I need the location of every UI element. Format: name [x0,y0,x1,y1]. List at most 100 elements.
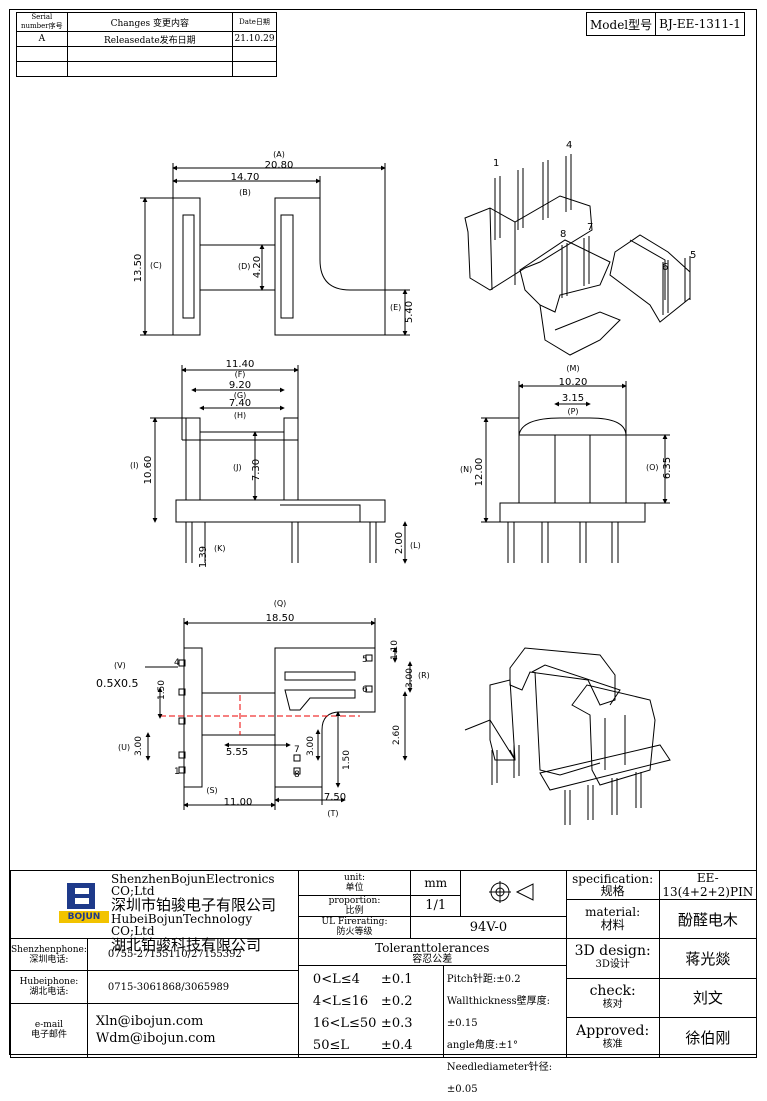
dim-260: 2.60 [392,725,402,745]
bottom-pin-6: 6 [362,685,368,695]
proportion-label-en: proportion: [328,895,381,906]
dim-t-value: 7.50 [324,792,346,803]
email-label-en: e-mail [34,1020,63,1031]
ul-label-cn: 防火等级 [336,927,373,938]
company-en-1: ShenzhenBojunElectronics CO;Ltd [111,872,275,898]
proportion-value: 1/1 [410,894,462,917]
proportion-label-cn: 比例 [345,905,364,916]
note-wall: Wallthickness壁厚度:±0.15 [446,995,550,1029]
dim-r-label: (R) [418,671,430,680]
bottom-pin-5: 5 [362,655,368,665]
dim-150-a: 1.50 [157,680,167,700]
dim-a-value: 20.80 [265,160,294,171]
dim-d-value: 4.20 [252,256,263,278]
tol-range-2: 4<L≤16 [312,993,369,1009]
dim-i-value: 10.60 [143,456,154,485]
ul-value: 94V-0 [410,915,566,938]
pin-label-6: 6 [662,262,668,273]
company-cn-1: 深圳市铂骏电子有限公司 [111,896,277,914]
company-cell: BOJUN ShenzhenBojunElectronics CO;Ltd 深圳… [10,870,299,953]
check-label-cn: 核对 [602,998,623,1010]
tolerance-title-en: Toleranttolerances [375,940,490,955]
sz-phone-label-cn: 深圳电话: [29,954,69,965]
dim-r-value-1: 1.10 [390,640,400,660]
email-1[interactable]: Xln@ibojun.com [95,1014,204,1030]
tol-range-1: 0<L≤4 [312,971,360,987]
dim-h-value: 7.40 [229,398,251,409]
dim-j-label: (J) [233,463,242,472]
title-block: BOJUN ShenzhenBojunElectronics CO;Ltd 深圳… [10,870,758,1095]
dim-c-label: (C) [150,261,162,270]
design-label-cn: 3D设计 [595,959,630,971]
approved-value: 徐伯刚 [658,1017,756,1057]
dim-g-label: (G) [234,391,246,400]
dim-n-label: (N) [460,465,472,474]
spec-value: EE-13(4+2+2)PIN [658,871,756,900]
dim-b-value: 14.70 [231,172,260,183]
bottom-pin-8: 8 [294,770,300,780]
dim-n-value: 12.00 [474,458,485,487]
rev-date [232,61,277,77]
pin-label-5: 5 [690,250,696,261]
note-pitch: Pitch针距:±0.2 [446,973,521,985]
company-cn-2: 湖北铂骏科技有限公司 [111,936,262,954]
hb-phone-label-en: Hubeiphone: [19,977,79,988]
dim-l-value: 2.00 [394,532,405,554]
bottom-pin-4: 4 [174,658,180,668]
dim-b-label: (B) [239,188,251,197]
dim-o-label: (O) [646,463,659,472]
dim-m-label: (M) [566,364,579,373]
dim-a-label: (A) [273,150,285,159]
dim-h-label: (H) [234,411,246,420]
dim-s-value: 11.00 [224,797,253,808]
dim-m-value: 10.20 [559,377,588,388]
sz-phone-label-en: Shenzhenphone: [11,944,87,955]
tolerance-title-cn: 容忍公差 [412,953,453,965]
spec-material-group: specification:规格 EE-13(4+2+2)PIN materia… [565,870,758,939]
dim-g-value: 9.20 [229,380,251,391]
dim-300-b: 3.00 [306,736,316,756]
tol-value-1: ±0.1 [380,971,413,987]
dim-q-value: 18.50 [266,613,295,624]
iso-view-pins-down [464,647,671,825]
dim-v-label: (V) [114,661,126,670]
material-label-en: material: [585,905,641,919]
dim-f-value: 11.40 [226,359,255,370]
bottom-pin-7: 7 [294,745,300,755]
tol-range-4: 50≤L [312,1037,349,1053]
unit-label-en: unit: [343,872,366,883]
check-label-en: check: [589,982,636,999]
material-value: 酚醛电木 [658,899,756,938]
bottom-view [145,618,413,810]
iso-view-pins-up [464,154,691,356]
dim-r-value-2: 3.00 [405,668,415,688]
ul-label-en: UL Firerating: [321,917,388,928]
company-en-2: HubeiBojunTechnology CO;Ltd [111,912,253,938]
pin-label-8: 8 [560,229,566,240]
tol-range-3: 16<L≤50 [312,1015,377,1031]
dim-k-label: (K) [214,544,226,553]
top-view [140,163,410,336]
unit-value: mm [410,871,462,896]
dim-q-label: (Q) [274,599,287,608]
bottom-pin-1: 1 [174,767,180,777]
dim-s-label: (S) [206,786,217,795]
dim-o-value: 6.35 [662,457,673,479]
dim-c-value: 13.50 [133,254,144,283]
technical-drawing: (A) 20.80 14.70 (B) (C) 13.50 (D) 4.20 (… [96,140,696,825]
revision-table: Serial number序号 Changes 变更内容 Date日期 A Re… [16,12,277,77]
model-label: Model型号 [590,17,653,32]
model-box: Model型号 BJ-EE-1311-1 [586,12,745,36]
logo-text: BOJUN [59,911,109,923]
email-2[interactable]: Wdm@ibojun.com [95,1031,216,1047]
dim-t-label: (T) [327,809,338,818]
note-angle: angle角度:±1° [446,1039,518,1051]
hb-phone-label-cn: 湖北电话: [29,987,69,998]
design-label-en: 3D design: [574,943,651,960]
dim-d-label: (D) [238,262,250,271]
unit-group: unit:单位 mm proportion:比例 1/1 UL Firerati… [297,870,567,939]
dim-j-value: 7.30 [251,459,262,481]
approval-group: 3D design:3D设计 蒋光燚 check:核对 刘文 Approved:… [565,938,758,1058]
bojun-logo: BOJUN [59,879,109,925]
dim-150-b: 1.50 [342,750,352,770]
